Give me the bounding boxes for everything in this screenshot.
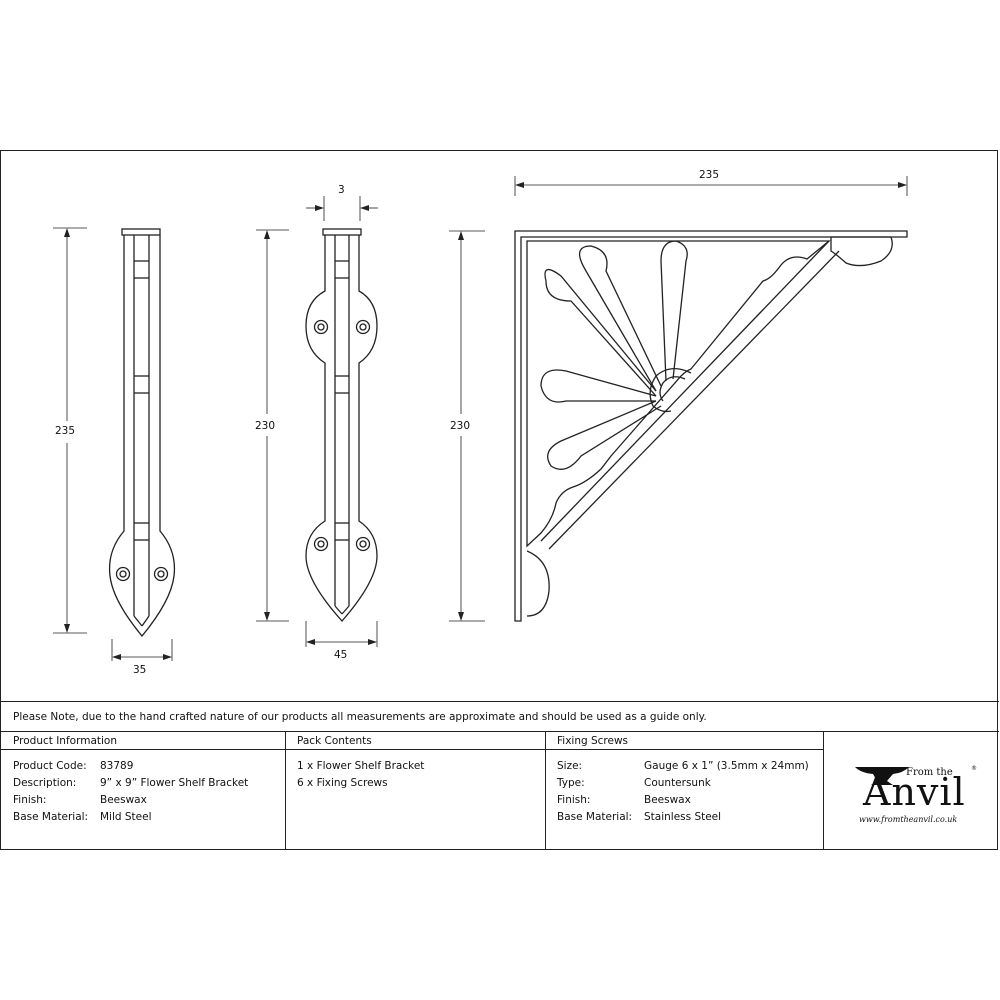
product-code-value: 83789 [100, 760, 134, 772]
side-width-label: 35 [133, 664, 146, 676]
drawing-divider [1, 701, 999, 702]
bracket-width-dimension [514, 176, 908, 196]
screw-material-value: Stainless Steel [644, 811, 722, 823]
screw-finish-value: Beeswax [644, 794, 691, 806]
logo-brand: Anvil [863, 770, 966, 814]
screw-type-value: Countersunk [644, 777, 711, 789]
bracket-height-dimension [449, 230, 485, 622]
logo-from-text: From the [906, 767, 953, 778]
side-height-dimension [53, 227, 87, 634]
note-divider [1, 731, 999, 732]
measurement-note: Please Note, due to the hand crafted nat… [13, 711, 707, 723]
bracket-width-label: 235 [699, 169, 719, 181]
flower-bracket-elevation [514, 230, 908, 622]
anvil-icon [855, 767, 909, 785]
front-width-label: 45 [334, 649, 347, 661]
header-divider [1, 749, 823, 750]
dimension-arrows [64, 182, 907, 660]
technical-sheet: 235 35 3 230 45 235 230 Please Note, due… [0, 150, 999, 850]
finish-value: Beeswax [100, 794, 147, 806]
screw-material-label: Base Material: [557, 811, 633, 823]
logo-registered-mark: ® [971, 765, 977, 772]
side-height-label: 235 [55, 425, 75, 437]
column-divider-2 [545, 731, 546, 850]
base-material-label: Base Material: [13, 811, 89, 823]
front-height-dimension [256, 229, 289, 622]
bracket-height-label: 230 [450, 420, 470, 432]
screw-type-label: Type: [557, 777, 585, 789]
logo-url: www.fromtheanvil.co.uk [859, 815, 958, 824]
column-divider-1 [285, 731, 286, 850]
front-height-label: 230 [255, 420, 275, 432]
product-code-label: Product Code: [13, 760, 87, 772]
base-material-value: Mild Steel [100, 811, 152, 823]
screw-size-value: Gauge 6 x 1” (3.5mm x 24mm) [644, 760, 809, 772]
technical-drawing: 235 35 3 230 45 235 230 [53, 169, 908, 676]
screw-size-label: Size: [557, 760, 583, 772]
fixing-screws-heading: Fixing Screws [557, 735, 629, 747]
thickness-label: 3 [338, 184, 345, 196]
pack-contents-heading: Pack Contents [297, 735, 372, 747]
description-label: Description: [13, 777, 77, 789]
pack-item: 6 x Fixing Screws [297, 777, 388, 789]
finish-label: Finish: [13, 794, 47, 806]
column-divider-3 [823, 731, 824, 850]
side-width-dimension [111, 639, 173, 661]
front-view-bracket [305, 228, 378, 622]
screw-finish-label: Finish: [557, 794, 591, 806]
product-information-heading: Product Information [13, 735, 117, 747]
from-the-anvil-logo: From the ® Anvil www.fromtheanvil.co.uk [849, 761, 979, 831]
pack-item: 1 x Flower Shelf Bracket [297, 760, 425, 772]
side-view-bracket [108, 228, 176, 638]
description-value: 9” x 9” Flower Shelf Bracket [100, 777, 249, 789]
front-width-dimension [305, 621, 378, 647]
